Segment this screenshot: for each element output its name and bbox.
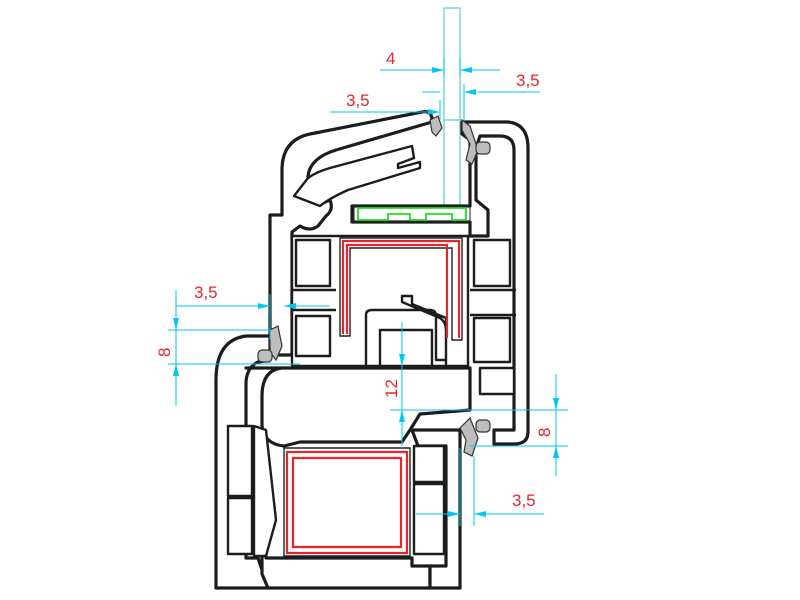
- gasket-top-left: [429, 115, 443, 137]
- glass-pane: [443, 7, 461, 215]
- dimension-label-glass: 4: [386, 49, 395, 68]
- steel-reinforcement-sash: [339, 237, 463, 341]
- dimension-label-left-height: 8: [155, 348, 174, 357]
- gasket-left: [257, 325, 283, 363]
- dimension-label-top-left: 3,5: [346, 91, 370, 110]
- dimension-top-right: 3,5: [460, 69, 540, 120]
- gasket-bottom-right: [459, 416, 491, 457]
- dimension-label-left: 3,5: [194, 283, 218, 302]
- frame-profile: [214, 334, 516, 590]
- dimension-glass-thickness: 4: [380, 49, 472, 76]
- dimension-label-overlap: 12: [382, 379, 401, 398]
- dimension-left: 3,5: [176, 283, 330, 340]
- glazing-bead: [353, 205, 471, 223]
- steel-reinforcement-frame: [283, 447, 411, 557]
- gasket-top-right: [461, 118, 491, 165]
- sash-profile: [268, 110, 530, 446]
- dimension-label-top-right: 3,5: [516, 71, 540, 90]
- dimension-sash-overlap: 12: [382, 322, 568, 446]
- dimension-top-left: 3,5: [330, 91, 441, 120]
- dimension-label-bottom-right: 3,5: [512, 491, 536, 510]
- dimension-bottom-right: 3,5: [416, 448, 544, 526]
- dimension-label-right-height: 8: [535, 428, 554, 437]
- dimension-left-height: 8: [155, 290, 300, 406]
- dimension-right-height: 8: [470, 374, 568, 476]
